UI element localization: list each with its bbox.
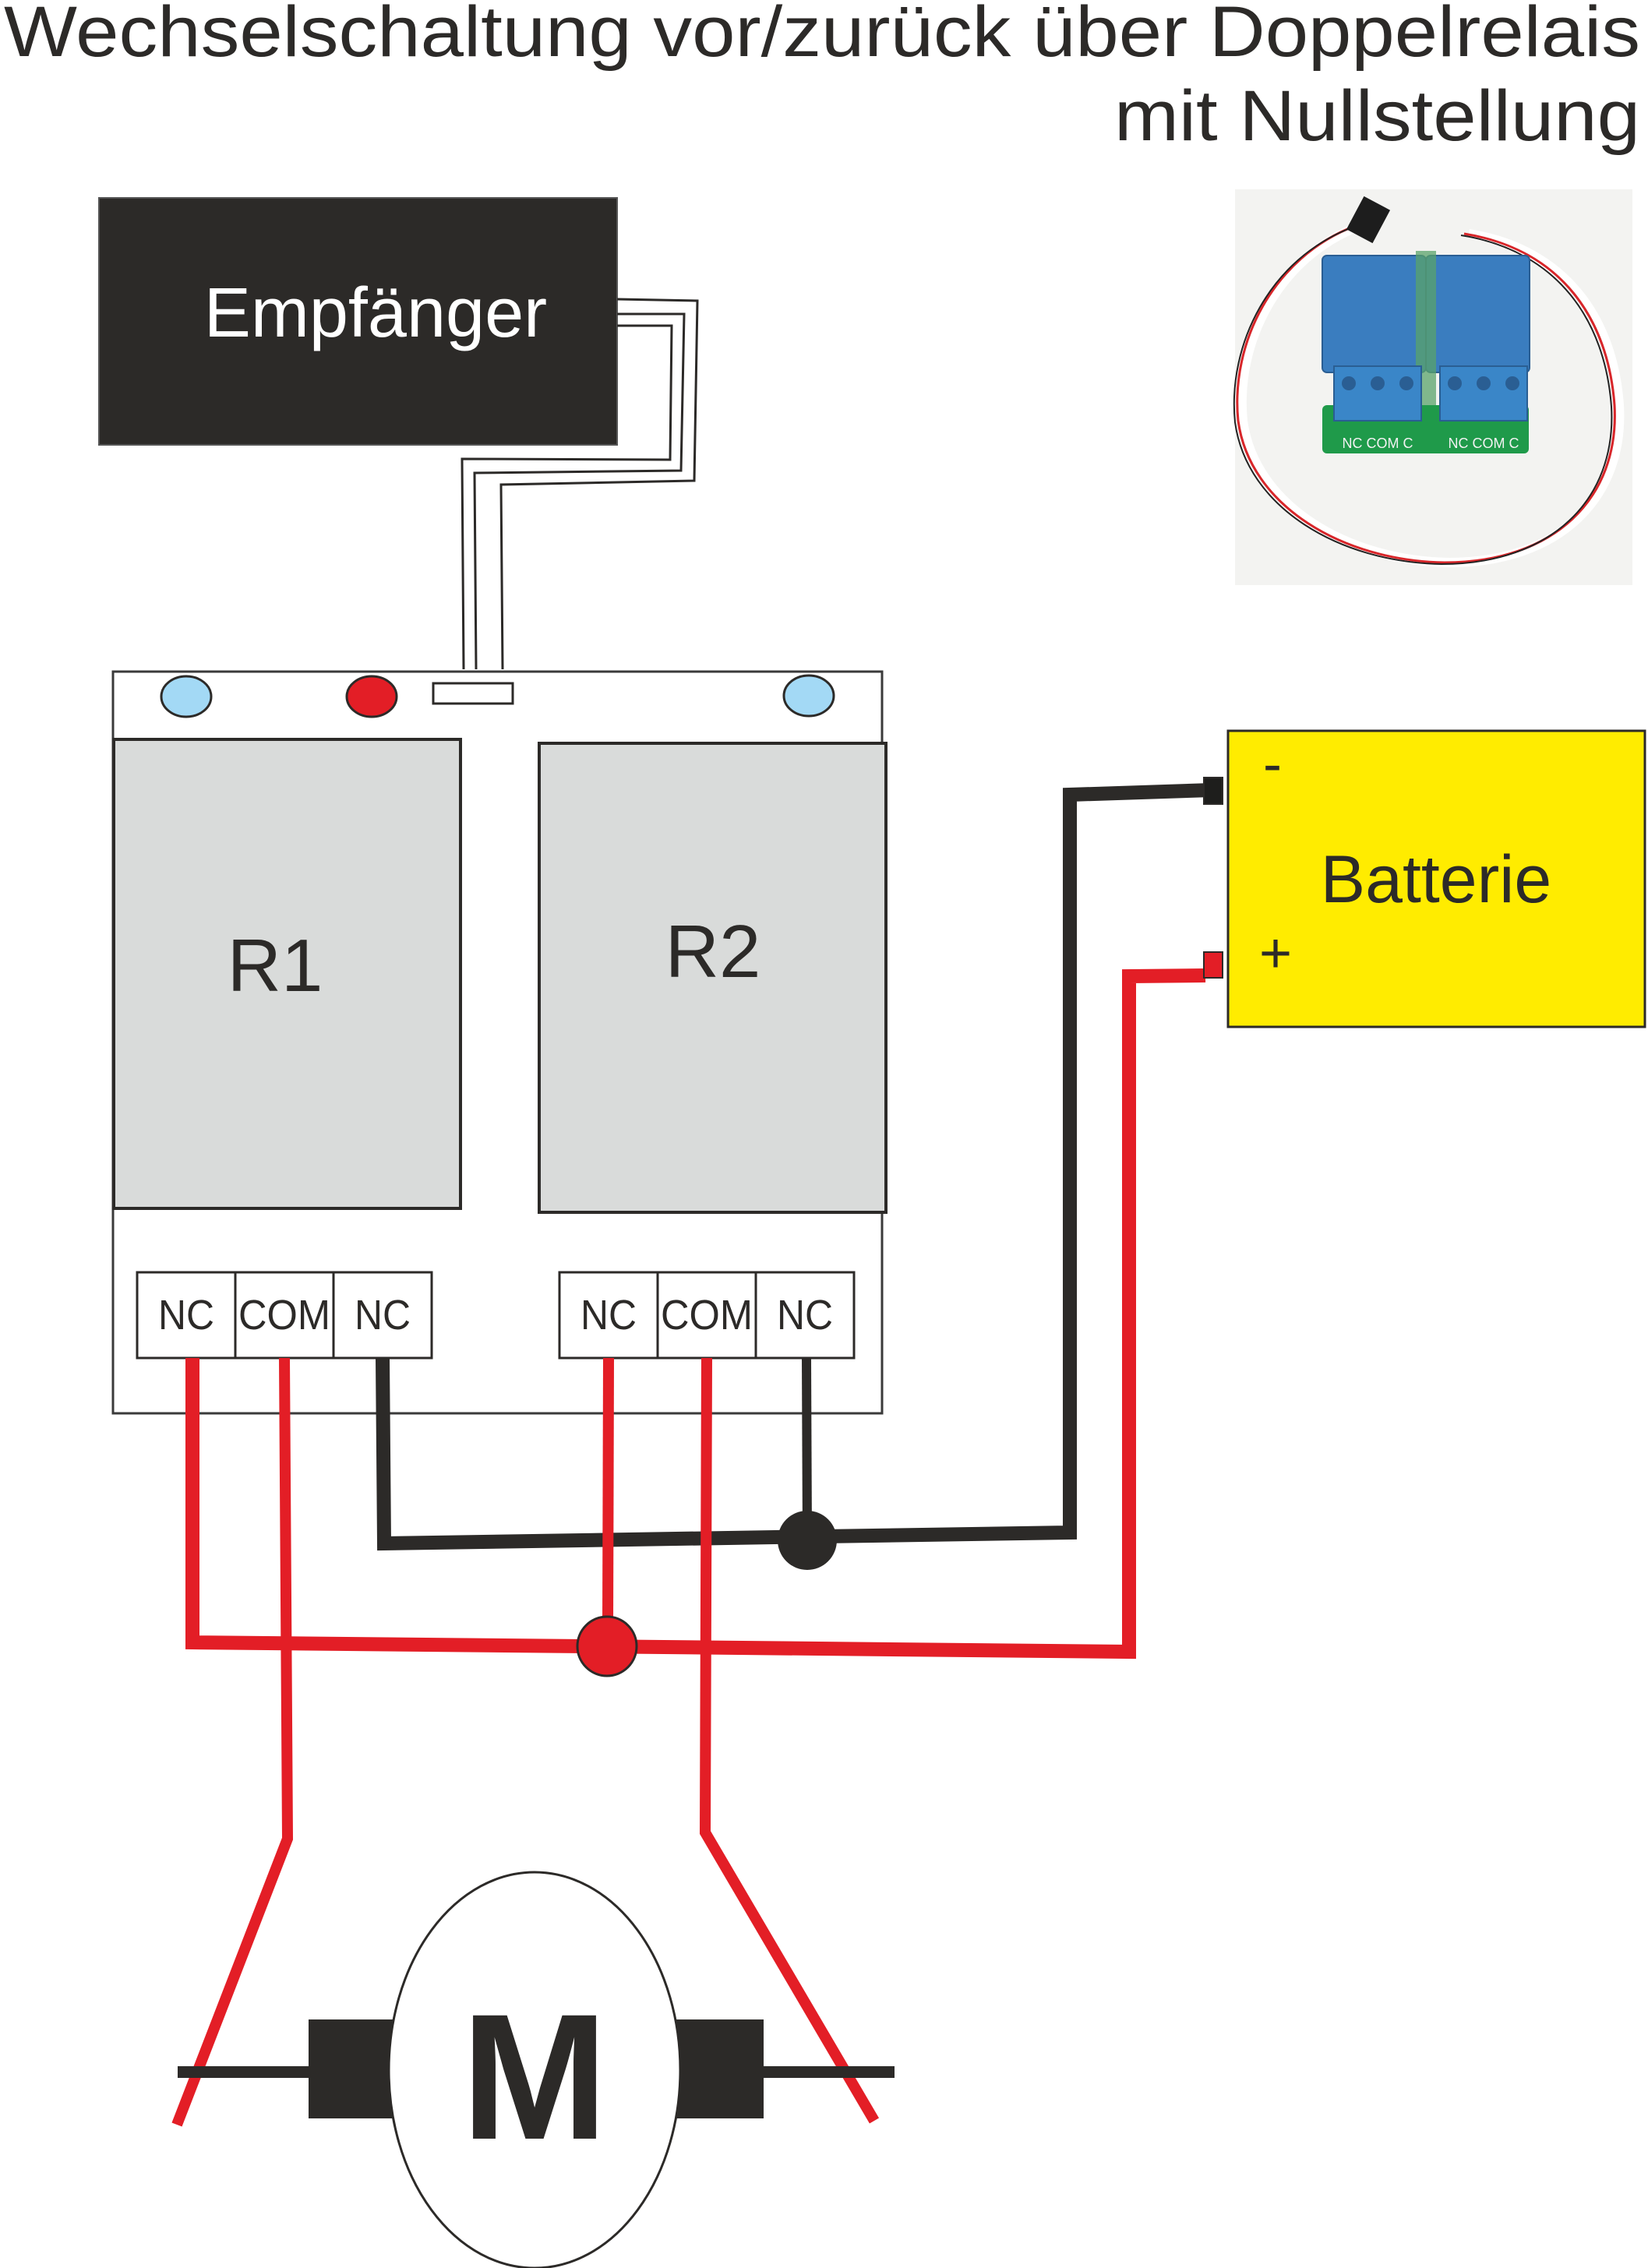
relay-r1-label: R1 <box>228 924 323 1007</box>
terminal-r2-nc-1 <box>558 1271 659 1360</box>
led-blue-right <box>782 674 835 718</box>
photo-screw <box>1477 376 1491 390</box>
battery-plus-label: + <box>1259 922 1292 985</box>
title-line-2: mit Nullstellung <box>1114 76 1640 156</box>
battery-negative-terminal <box>1203 777 1223 805</box>
terminal-block-r2: NC COM NC <box>558 1271 856 1360</box>
photo-terminal-labels-right: NC COM C <box>1449 436 1519 451</box>
relay-r2: R2 <box>538 742 888 1214</box>
motor: M <box>178 1871 895 2268</box>
wire-r1-nc1-to-positive <box>185 968 1206 1660</box>
terminal-r1-nc-2 <box>332 1271 433 1360</box>
positive-wiring <box>171 968 1206 2127</box>
battery: - + Batterie <box>1203 729 1646 1028</box>
wire-r1-com-to-motor <box>171 1357 294 2127</box>
photo-screw <box>1448 376 1462 390</box>
motor-label: M <box>461 1977 608 2177</box>
servo-wire-3 <box>461 324 673 670</box>
relay-r2-body <box>538 742 888 1214</box>
motor-brush-left <box>309 2019 402 2118</box>
title-line-1: Wechselschaltung vor/zurück über Doppelr… <box>4 0 1640 72</box>
receiver: Empfänger <box>98 197 618 446</box>
terminal-block-r1: NC COM NC <box>136 1271 433 1360</box>
battery-minus-label: - <box>1263 733 1282 795</box>
wire-r2-nc2-to-negative <box>802 1357 812 1540</box>
battery-box <box>1226 729 1646 1028</box>
photo-relay-left <box>1322 255 1427 373</box>
photo-terminal-left <box>1333 365 1422 422</box>
photo-terminal-right <box>1439 365 1528 422</box>
receiver-label: Empfänger <box>204 274 547 352</box>
product-photo: NC COM C NC COM C <box>1233 189 1632 585</box>
terminal-r2-nc-2 <box>754 1271 856 1360</box>
photo-cable-red <box>1236 224 1616 564</box>
photo-screw <box>1342 376 1356 390</box>
battery-positive-terminal <box>1203 951 1223 979</box>
terminal-r2-com <box>656 1271 757 1360</box>
relay-board: R1 R2 NC COM NC NC COM NC <box>111 670 888 1415</box>
photo-screw <box>1371 376 1385 390</box>
terminal-r2-nc-1-label: NC <box>581 1292 637 1339</box>
wire-r2-com-to-motor <box>699 1357 880 2124</box>
led-red <box>345 675 398 718</box>
wire-r1-nc2-to-negative <box>376 783 1212 1551</box>
photo-screw <box>1399 376 1413 390</box>
relay-r1: R1 <box>112 738 462 1210</box>
photo-terminal-labels-left: NC COM C <box>1343 436 1413 451</box>
servo-wire-1 <box>499 298 699 670</box>
battery-label: Batterie <box>1321 842 1551 917</box>
relay-r1-body <box>112 738 462 1210</box>
terminal-r1-nc-2-label: NC <box>355 1292 411 1339</box>
terminal-r1-com-label: COM <box>238 1292 330 1339</box>
terminal-r2-com-label: COM <box>661 1292 753 1339</box>
photo-cable-black <box>1233 227 1613 566</box>
terminal-r2-nc-2-label: NC <box>777 1292 833 1339</box>
servo-wire-2 <box>473 312 686 670</box>
terminal-r1-nc-1-label: NC <box>158 1292 214 1339</box>
photo-screw <box>1505 376 1519 390</box>
motor-housing <box>387 1871 682 2268</box>
relay-r2-label: R2 <box>665 910 761 993</box>
motor-brush-right <box>670 2019 764 2118</box>
wire-r2-nc1-to-positive <box>602 1357 614 1629</box>
junction-positive <box>576 1615 638 1677</box>
negative-wiring <box>376 783 1212 1570</box>
junction-negative <box>778 1511 837 1570</box>
photo-relay-right <box>1425 255 1530 373</box>
photo-servo-plug <box>1346 196 1391 244</box>
led-blue-left <box>160 675 213 718</box>
receiver-box <box>98 197 618 446</box>
servo-cable <box>461 298 699 670</box>
servo-connector <box>432 682 514 705</box>
